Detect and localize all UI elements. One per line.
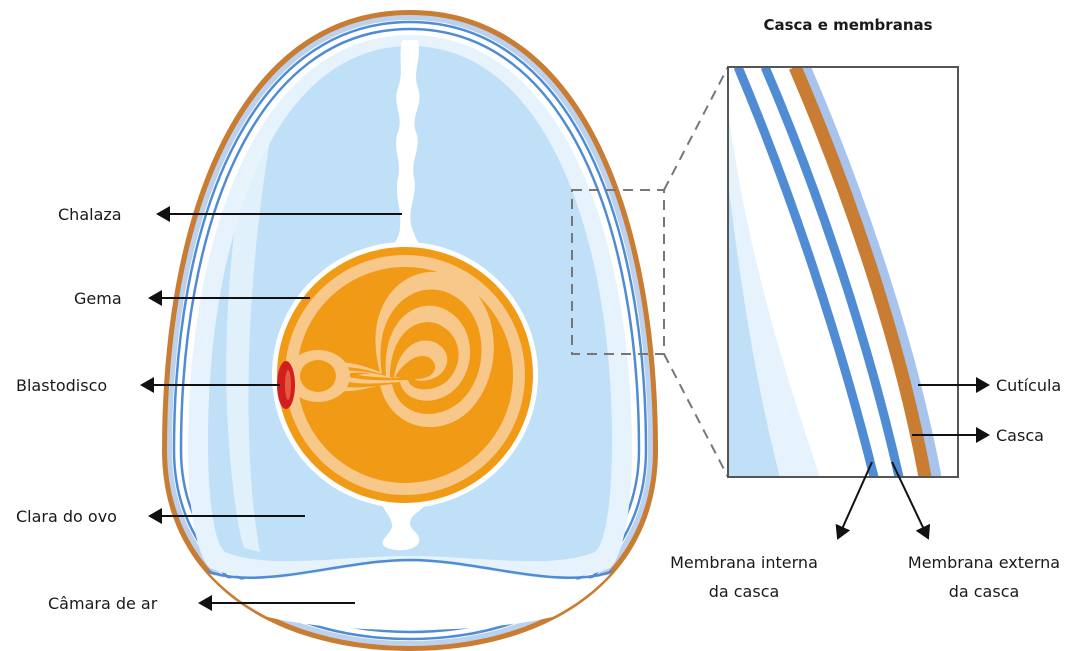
egg: [162, 10, 658, 651]
detail-title: Casca e membranas: [763, 16, 932, 34]
label-gema: Gema: [74, 289, 122, 308]
shell-detail-panel: [728, 67, 958, 477]
label-cuticula: Cutícula: [996, 376, 1061, 395]
label-membrana-externa-2: da casca: [949, 582, 1020, 601]
label-clara-do-ovo: Clara do ovo: [16, 507, 117, 526]
zoom-connector-bottom: [664, 354, 728, 477]
zoom-connector-top: [664, 67, 728, 190]
label-camara-de-ar: Câmara de ar: [48, 594, 158, 613]
yolk-layers: [285, 255, 525, 495]
label-membrana-externa-1: Membrana externa: [908, 553, 1060, 572]
label-membrana-interna-2: da casca: [709, 582, 780, 601]
label-blastodisco: Blastodisco: [16, 376, 107, 395]
label-chalaza: Chalaza: [58, 205, 122, 224]
label-casca: Casca: [996, 426, 1044, 445]
label-membrana-interna-1: Membrana interna: [670, 553, 818, 572]
